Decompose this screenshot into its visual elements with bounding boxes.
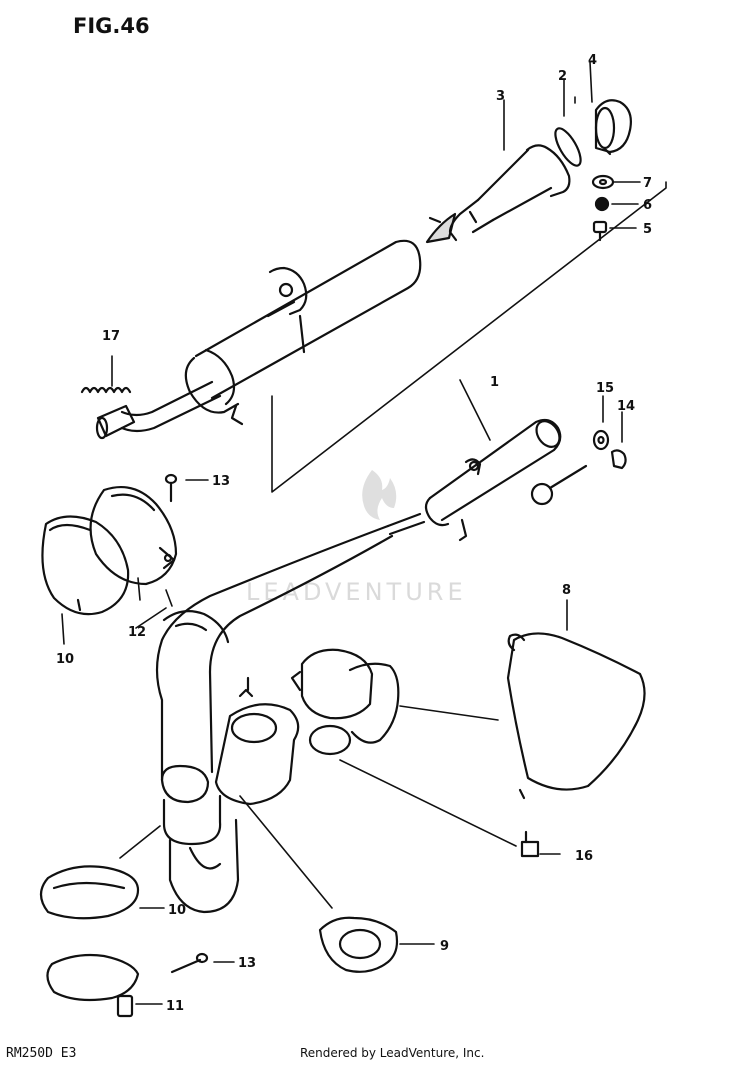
callout-12: 12 — [128, 625, 146, 640]
washer-part-15 — [592, 429, 610, 451]
cover-part-8 — [506, 632, 646, 800]
callout-3: 3 — [496, 89, 505, 104]
flange-part-9 — [318, 916, 399, 973]
callout-10-upper: 10 — [56, 652, 74, 667]
callout-5: 5 — [643, 222, 652, 237]
bolt-part-13-upper — [164, 473, 178, 503]
callout-6: 6 — [643, 198, 652, 213]
callout-17: 17 — [102, 329, 120, 344]
carburetor-part — [290, 648, 374, 756]
callout-9: 9 — [440, 939, 449, 954]
callout-2: 2 — [558, 69, 567, 84]
airbox-connector-part — [348, 662, 400, 744]
connector-pipe-part — [386, 418, 562, 542]
callout-16: 16 — [575, 849, 593, 864]
baffle-pipe-part — [425, 144, 571, 244]
bolt-part-16 — [520, 830, 540, 858]
callout-11: 11 — [166, 999, 184, 1014]
clamp-part-10-upper — [41, 515, 130, 616]
spring-part — [80, 386, 132, 394]
watermark: LEADVENTURE — [246, 470, 467, 606]
cap-part-14 — [610, 449, 627, 470]
cylinder-part — [214, 676, 300, 806]
callout-13-lower: 13 — [238, 956, 256, 971]
silencer-body — [95, 239, 422, 440]
callout-14: 14 — [617, 399, 635, 414]
callout-10-lower: 10 — [168, 903, 186, 918]
expansion-chamber — [155, 524, 394, 914]
leader-lines — [61, 61, 641, 1005]
render-credit: Rendered by LeadVenture, Inc. — [300, 1046, 485, 1060]
callout-13-upper: 13 — [212, 474, 230, 489]
bolt-part-13-lower — [170, 952, 209, 974]
end-cap-part — [594, 99, 632, 156]
clamp-part-10-lower — [39, 865, 140, 920]
callout-15: 15 — [596, 381, 614, 396]
callout-7: 7 — [643, 176, 652, 191]
callout-4: 4 — [588, 53, 597, 68]
ball-end-part — [530, 464, 588, 506]
part-1-bracket — [271, 181, 667, 493]
model-code: RM250D E3 — [6, 1046, 77, 1061]
callout-8: 8 — [562, 583, 571, 598]
bolt-part — [592, 220, 608, 242]
callout-labels: 1 2 3 4 5 6 7 8 9 10 10 11 12 13 13 14 1… — [56, 53, 652, 1014]
clamp-part-11 — [46, 953, 140, 1018]
washer-part — [591, 174, 615, 190]
flame-logo-icon — [362, 470, 397, 520]
nut-part — [594, 196, 610, 212]
watermark-text: LEADVENTURE — [246, 578, 467, 606]
clamp-part-12 — [89, 486, 178, 586]
gasket-ring-part — [554, 127, 582, 167]
callout-1: 1 — [490, 375, 499, 390]
figure-title: FIG.46 — [73, 14, 150, 38]
